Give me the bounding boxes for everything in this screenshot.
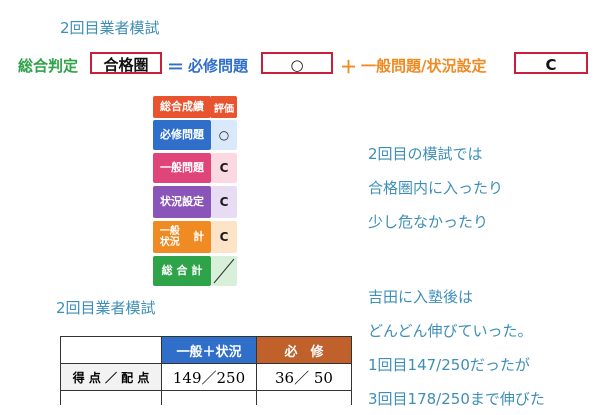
badge-situation: 状況設定 [153, 186, 211, 218]
badge-total-grade: 総合成績 [153, 96, 211, 118]
badge-label-line1: 一般 [159, 226, 180, 237]
table-row: 得 点 ／ 配 点 149／250 36／ 50 [60, 363, 352, 391]
general-score-cell: 149／250 [161, 363, 257, 391]
badge-grand-total: 総 合 計 [153, 256, 211, 286]
badge-label-suffix: 計 [193, 230, 205, 243]
comment-line-4: 吉田に入塾後は [368, 288, 474, 306]
comment-line-7: 3回目178/250まで伸びた [368, 390, 545, 408]
general-situation-value: C [514, 52, 588, 74]
badge-label: 総 合 計 [161, 264, 203, 277]
comment-line-5: どんどん伸びていった。 [368, 322, 533, 340]
required-problems-value: ○ [261, 52, 333, 74]
table-empty-cell [161, 390, 257, 405]
diagonal-slash-icon [213, 258, 235, 284]
comment-line-1: 2回目の模試では [368, 145, 483, 163]
badge-general: 一般問題 [153, 153, 211, 183]
badge-required: 必修問題 [153, 120, 211, 150]
header-required: 必 修 [256, 336, 352, 364]
badge-general-situation-total: 一般 状況 計 [153, 221, 211, 253]
table-empty-cell [60, 390, 162, 405]
badge-label: 状況設定 [160, 195, 204, 208]
badge-situation-cell: C [211, 186, 237, 218]
badge-label-line2: 状況 [159, 237, 180, 248]
score-table: 一般＋状況 必 修 得 点 ／ 配 点 149／250 36／ 50 [60, 336, 352, 405]
badge-label-stack: 一般 状況 [160, 226, 180, 248]
badge-general-cell: C [211, 153, 237, 183]
plus-sign: ＋ [340, 58, 357, 78]
badge-label: 総合成績 [160, 100, 204, 113]
header-general-situation: 一般＋状況 [161, 336, 257, 364]
general-situation-label: 一般問題/状況設定 [361, 57, 487, 75]
table-header-row: 一般＋状況 必 修 [60, 336, 352, 364]
required-problems-label: 必修問題 [188, 57, 249, 75]
badge-label: 必修問題 [160, 128, 204, 141]
table-empty-cell [256, 390, 352, 405]
badge-label: 一般問題 [160, 161, 204, 174]
comment-line-2: 合格圏内に入ったり [368, 179, 504, 197]
overall-judgement-label: 総合判定 [18, 57, 79, 75]
comment-line-3: 少し危なかったり [368, 213, 489, 231]
overall-judgement-value: 合格圏 [90, 52, 162, 74]
table-row [60, 390, 352, 405]
badge-general-situation-total-cell: C [211, 221, 237, 253]
page-title: 2回目業者模試 [60, 19, 160, 37]
badge-required-cell: ○ [211, 120, 237, 150]
required-score-cell: 36／ 50 [256, 363, 352, 391]
badge-total-grade-cell: 評価 [211, 96, 237, 118]
table-corner-cell [60, 336, 162, 364]
row-label-score: 得 点 ／ 配 点 [60, 363, 162, 391]
equals-sign: ＝ [167, 58, 184, 78]
comment-line-6: 1回目147/250だったが [368, 356, 530, 374]
section-title: 2回目業者模試 [56, 299, 156, 317]
badge-grand-total-cell [211, 256, 237, 286]
